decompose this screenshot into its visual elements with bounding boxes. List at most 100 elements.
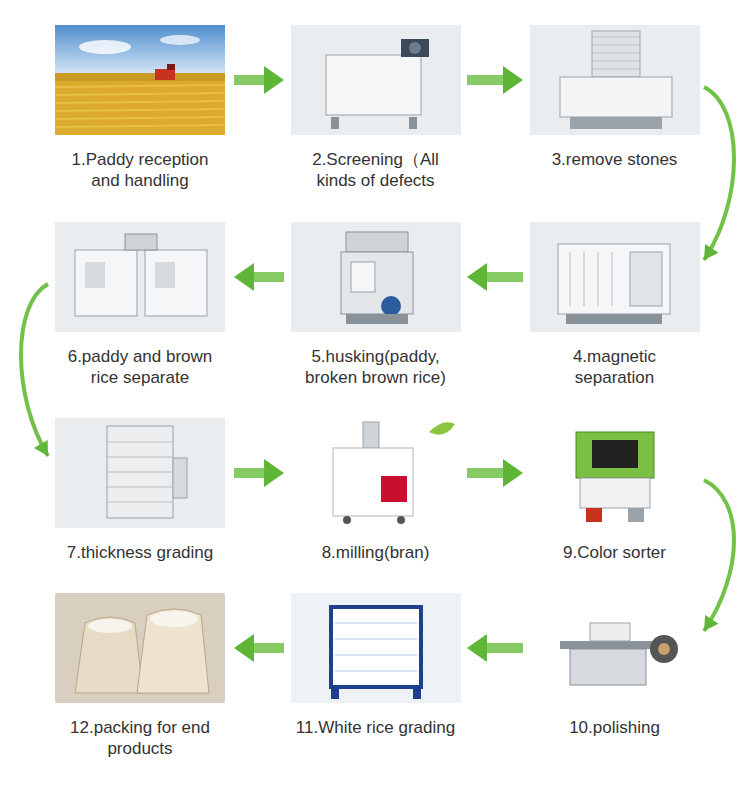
- machine-illustration: [55, 418, 225, 528]
- sieve-layer: [335, 671, 417, 672]
- arrow-curve: [704, 480, 734, 631]
- step-caption: 12.packing for end products: [50, 717, 230, 759]
- step-picture: [291, 418, 461, 528]
- harvester: [155, 69, 175, 80]
- arrow-head: [503, 66, 523, 94]
- sieve-layer: [335, 639, 417, 640]
- separator-unit: [145, 250, 207, 316]
- arrow-shaft: [234, 468, 264, 478]
- wheel: [397, 516, 405, 524]
- process-step: 12.packing for end products: [50, 593, 230, 759]
- step-picture: [55, 418, 225, 528]
- tower-rib: [592, 45, 640, 46]
- arrow-head: [467, 634, 487, 662]
- arrow-head: [264, 66, 284, 94]
- sieve-layer: [107, 487, 173, 488]
- step-caption: 10.polishing: [527, 717, 702, 738]
- machine-illustration: [291, 593, 461, 703]
- flow-arrow: [467, 263, 523, 291]
- step-picture: [291, 593, 461, 703]
- wheel: [343, 516, 351, 524]
- machine-illustration: [530, 418, 700, 528]
- step-caption: 2.Screening（All kinds of defects: [288, 149, 463, 191]
- magnet-grid: [611, 252, 612, 306]
- destoner-deck: [560, 77, 672, 117]
- step-picture: [530, 222, 700, 332]
- feed-pipe: [363, 422, 379, 448]
- machine-body: [341, 252, 413, 314]
- window: [85, 262, 105, 288]
- arrow-shaft: [487, 643, 523, 653]
- mill-body: [333, 448, 413, 516]
- motor-fan: [409, 42, 421, 54]
- process-step: 7.thickness grading: [50, 418, 230, 563]
- grader-leg: [331, 687, 339, 699]
- picture-ground: [55, 593, 225, 703]
- motor: [381, 296, 401, 316]
- guard: [590, 623, 630, 641]
- picture-ground: [291, 25, 461, 135]
- step-caption: 9.Color sorter: [527, 542, 702, 563]
- grader-cabinet: [107, 426, 173, 518]
- picture-ground: [530, 418, 700, 528]
- machine-base: [346, 314, 408, 324]
- arrow-shaft: [487, 272, 523, 282]
- process-step: 4.magnetic separation: [527, 222, 702, 388]
- polishing-wheel: [650, 635, 678, 663]
- flow-arrow: [21, 284, 48, 456]
- field-row: [55, 125, 225, 127]
- hopper: [346, 232, 408, 252]
- process-step: 10.polishing: [527, 593, 702, 738]
- field-row: [55, 117, 225, 119]
- tower-rib: [592, 53, 640, 54]
- tower-rib: [592, 61, 640, 62]
- picture-ground: [530, 222, 700, 332]
- wheel-hub: [658, 643, 670, 655]
- arrow-shaft: [254, 643, 284, 653]
- step-picture: [291, 25, 461, 135]
- arrow-head: [503, 459, 523, 487]
- sieve-layer: [107, 442, 173, 443]
- picture-ground: [55, 418, 225, 528]
- flow-arrow: [704, 480, 734, 631]
- flow-arrow: [234, 634, 284, 662]
- magnet-grid: [597, 252, 598, 306]
- arrow-shaft: [254, 272, 284, 282]
- window: [155, 262, 175, 288]
- field-row: [55, 101, 225, 103]
- picture-ground: [291, 593, 461, 703]
- arrow-curve: [704, 87, 734, 260]
- magnet-grid: [569, 252, 570, 306]
- rice-bag: [75, 617, 143, 693]
- step-picture: [55, 25, 225, 135]
- machine-illustration: [291, 418, 461, 528]
- field-row: [55, 109, 225, 111]
- polisher-base: [570, 649, 646, 685]
- leaf: [429, 422, 455, 434]
- panel: [351, 262, 375, 292]
- machine-illustration: [291, 222, 461, 332]
- step-picture: [55, 222, 225, 332]
- arrow-shaft: [467, 468, 503, 478]
- machine-illustration: [55, 25, 225, 135]
- machine-illustration: [530, 222, 700, 332]
- step-caption: 5.husking(paddy, broken brown rice): [288, 346, 463, 388]
- arrow-head: [34, 440, 48, 456]
- picture-ground: [55, 222, 225, 332]
- step-caption: 1.Paddy reception and handling: [50, 149, 230, 191]
- process-step: 8.milling(bran): [288, 418, 463, 563]
- rice-grains: [88, 619, 132, 633]
- cloud: [160, 35, 200, 45]
- arrow-head: [264, 459, 284, 487]
- table-top: [560, 641, 656, 649]
- harvester-cab: [167, 64, 175, 70]
- field-horizon: [55, 73, 225, 81]
- step-picture: [530, 593, 700, 703]
- arrow-shaft: [467, 75, 503, 85]
- side-panel: [173, 458, 187, 498]
- step-picture: [291, 222, 461, 332]
- machine-illustration: [530, 593, 700, 703]
- machine-illustration: [55, 593, 225, 703]
- picture-ground: [530, 25, 700, 135]
- field-row: [55, 85, 225, 87]
